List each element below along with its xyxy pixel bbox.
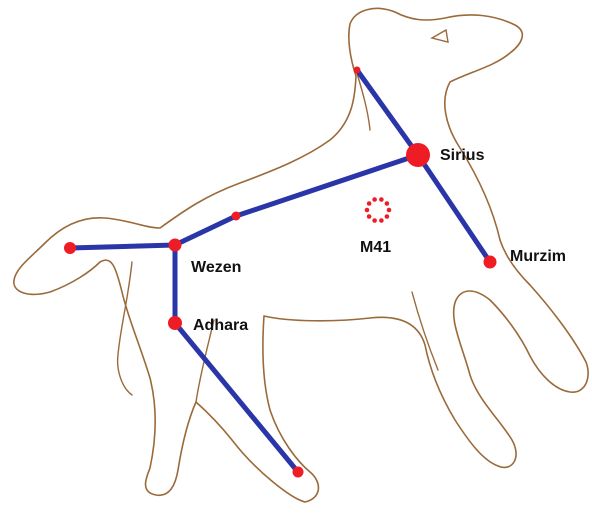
dog-body-outline [14, 8, 588, 502]
m41-cluster-dot [385, 214, 390, 219]
star-middle [232, 212, 241, 221]
label-adhara: Adhara [193, 317, 248, 334]
m41-cluster-dot [387, 208, 392, 213]
constellation-lines [70, 70, 490, 472]
m41-cluster-dot [372, 218, 377, 223]
line-middle-wezen [175, 216, 236, 245]
label-wezen: Wezen [191, 259, 241, 276]
label-m41: M41 [360, 239, 391, 256]
star-sirius [406, 143, 430, 167]
stars [64, 67, 497, 478]
m41-cluster-dot [367, 214, 372, 219]
line-sirius-murzim [418, 155, 490, 262]
star-head [354, 67, 361, 74]
line-sirius-middle [236, 155, 418, 216]
star-murzim [484, 256, 497, 269]
star-adhara [168, 316, 182, 330]
m41-cluster-dot [367, 201, 372, 206]
line-head-sirius [357, 70, 418, 155]
dog-outline [14, 8, 588, 502]
labels: Sirius Murzim M41 Wezen Adhara [191, 147, 566, 334]
star-wezen [169, 239, 182, 252]
label-sirius: Sirius [440, 147, 485, 164]
inner-leg-line [412, 292, 438, 370]
m41-cluster-dot [379, 218, 384, 223]
line-adhara-paw [175, 323, 298, 472]
label-murzim: Murzim [510, 248, 566, 265]
line-wezen-tail [70, 245, 175, 248]
star-paw [293, 467, 304, 478]
eye-icon [432, 30, 448, 42]
m41-cluster-dot [365, 208, 370, 213]
m41-cluster-dot [372, 197, 377, 202]
m41-cluster-dot [385, 201, 390, 206]
m41-cluster-dot [379, 197, 384, 202]
star-tail [64, 242, 76, 254]
m41-cluster-icon [365, 197, 392, 223]
